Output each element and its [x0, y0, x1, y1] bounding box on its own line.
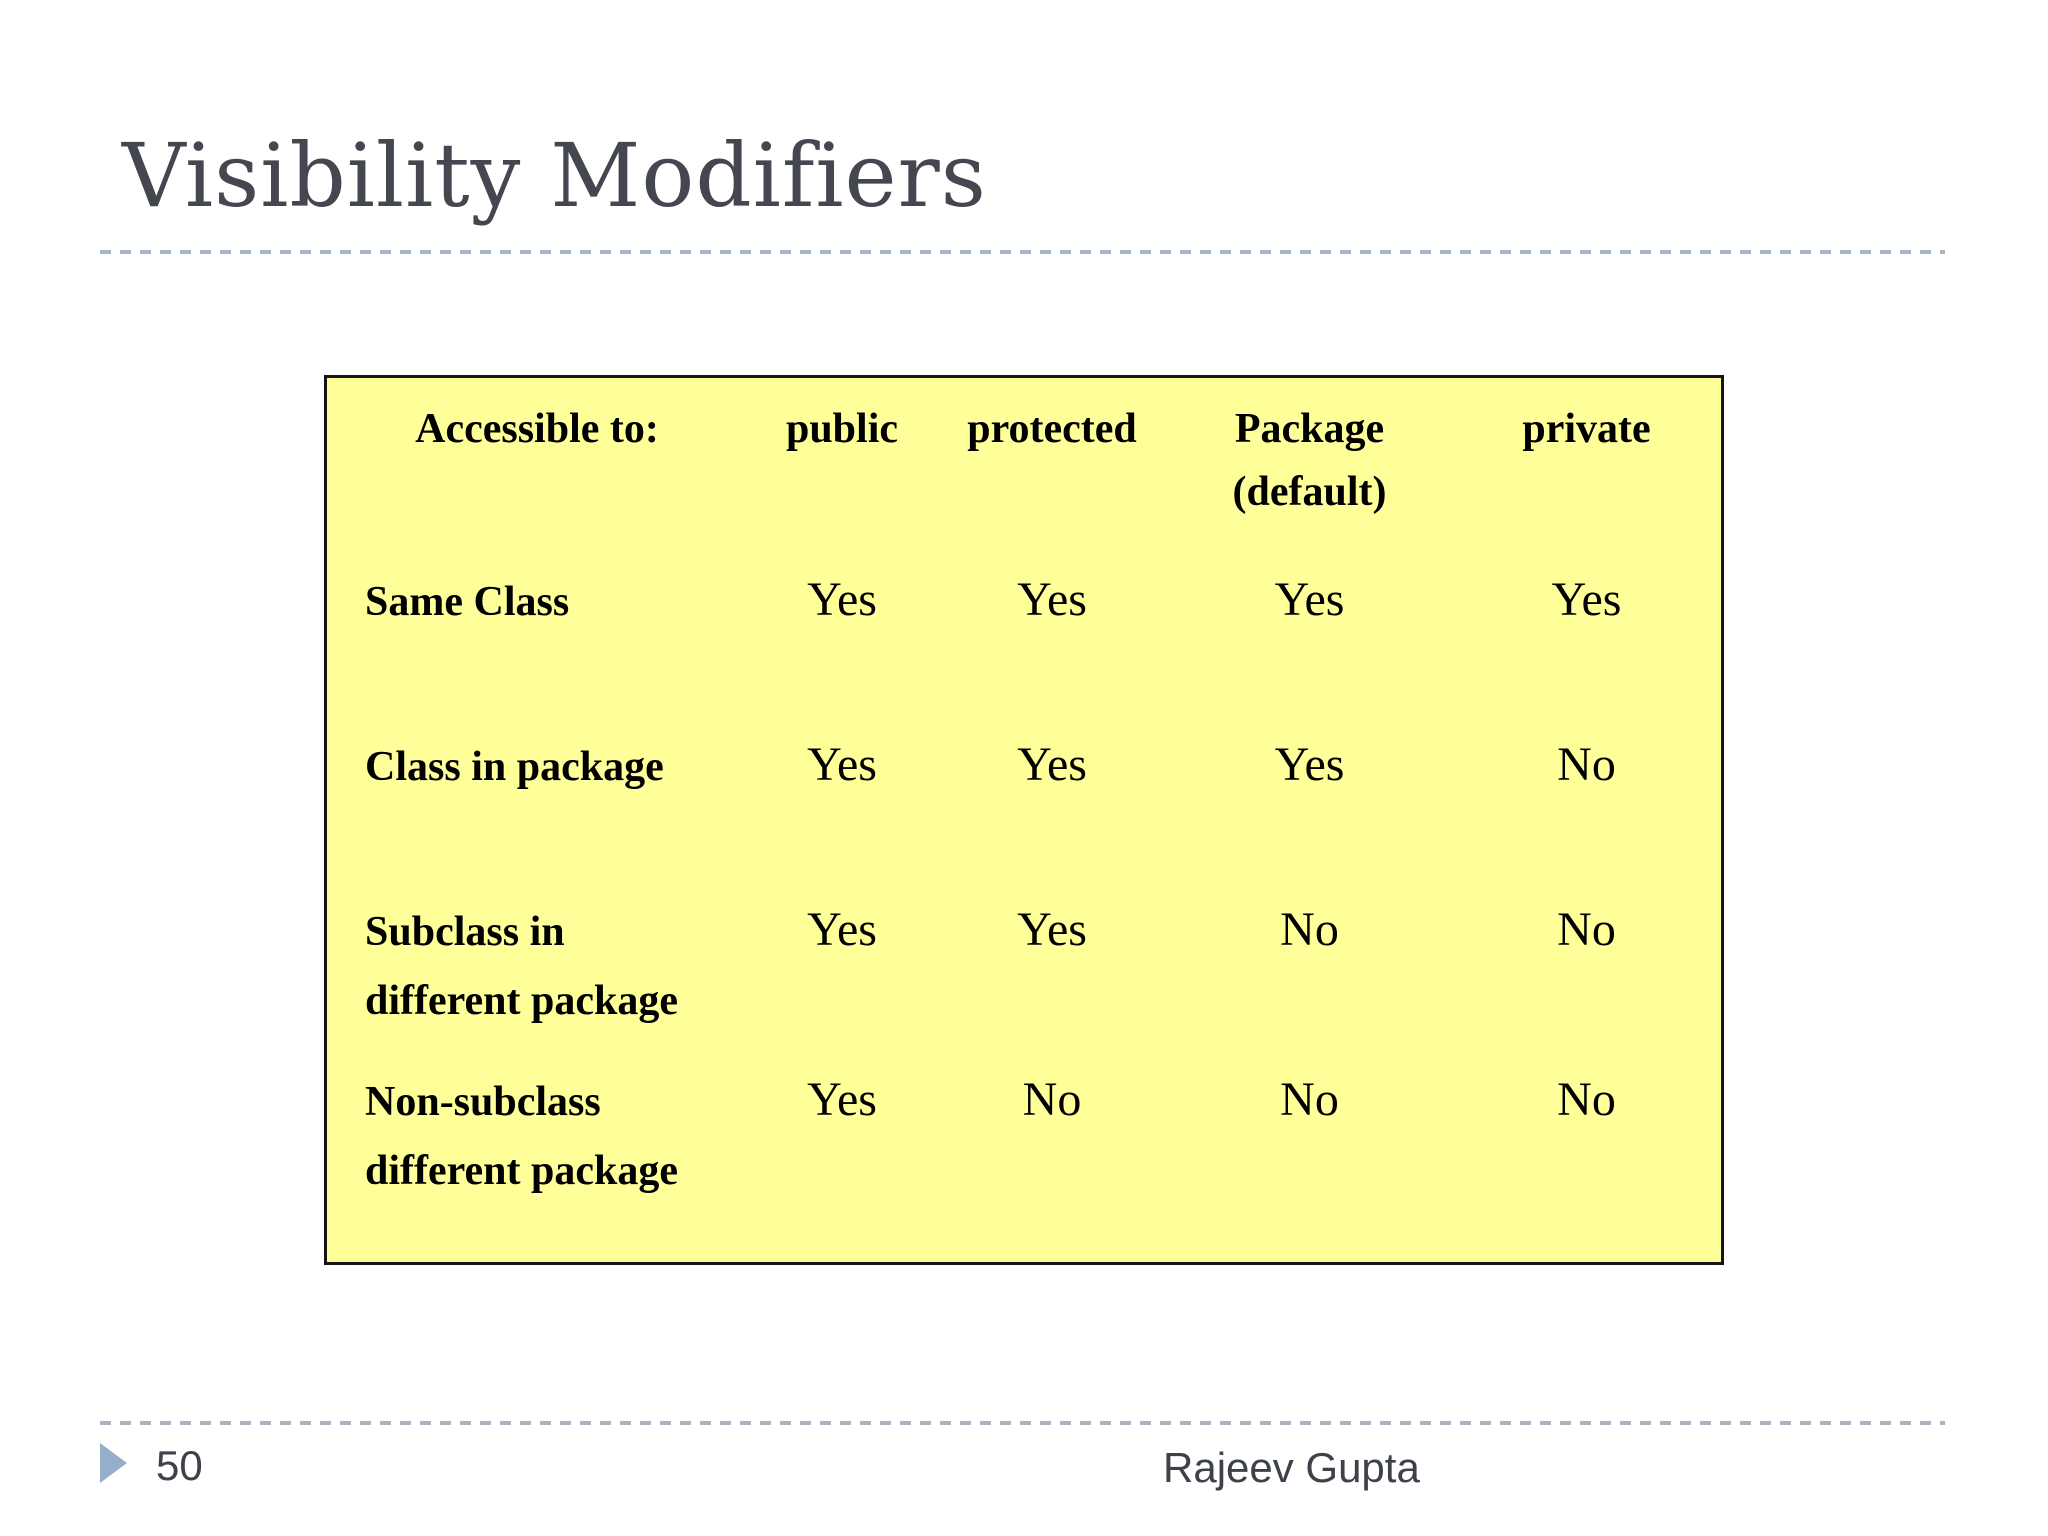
- col-header-private: private: [1522, 406, 1651, 452]
- cell-value: Yes: [807, 573, 877, 626]
- cell-value: No: [1557, 738, 1616, 791]
- table-row: Non-subclass different package Yes No No…: [327, 1068, 1721, 1207]
- triangle-bullet-icon: [100, 1443, 127, 1483]
- page-number: 50: [156, 1442, 203, 1489]
- slide-title: Visibility Modifiers: [122, 124, 987, 227]
- cell-value: Yes: [807, 903, 877, 956]
- cell-value: Yes: [1274, 573, 1345, 626]
- col-header-package-default: (default): [1232, 469, 1387, 515]
- cell-value: No: [1280, 1073, 1339, 1126]
- table-row: Subclass in different package Yes Yes No…: [327, 898, 1721, 1037]
- cell-value: Yes: [807, 1073, 877, 1126]
- cell-value: Yes: [1274, 738, 1345, 791]
- table-row: Same Class Yes Yes Yes Yes: [327, 568, 1721, 637]
- cell-value: Yes: [1017, 738, 1087, 791]
- col-header-protected: protected: [967, 406, 1137, 452]
- row-label: Non-subclass different package: [365, 1079, 679, 1195]
- title-divider: [100, 250, 1945, 254]
- cell-value: Yes: [1017, 903, 1087, 956]
- table-header-row: Accessible to: public protected Package …: [327, 398, 1721, 524]
- row-label: Subclass in different package: [365, 909, 679, 1025]
- cell-value: No: [1280, 903, 1339, 956]
- cell-value: Yes: [1017, 573, 1087, 626]
- col-header-package-main: Package: [1234, 406, 1385, 452]
- row-label: Class in package: [365, 744, 664, 790]
- cell-value: No: [1022, 1073, 1082, 1126]
- visibility-table: Accessible to: public protected Package …: [324, 375, 1724, 1265]
- footer-divider: [100, 1421, 1945, 1425]
- col-header-package: Package (default): [1167, 398, 1452, 524]
- header-accessible-to: Accessible to:: [415, 406, 659, 452]
- row-label: Same Class: [365, 579, 570, 625]
- footer-author: Rajeev Gupta: [1163, 1444, 1420, 1491]
- cell-value: Yes: [1551, 573, 1622, 626]
- cell-value: No: [1557, 1073, 1616, 1126]
- cell-value: Yes: [807, 738, 877, 791]
- col-header-public: public: [785, 406, 899, 452]
- table-row: Class in package Yes Yes Yes No: [327, 733, 1721, 802]
- cell-value: No: [1557, 903, 1616, 956]
